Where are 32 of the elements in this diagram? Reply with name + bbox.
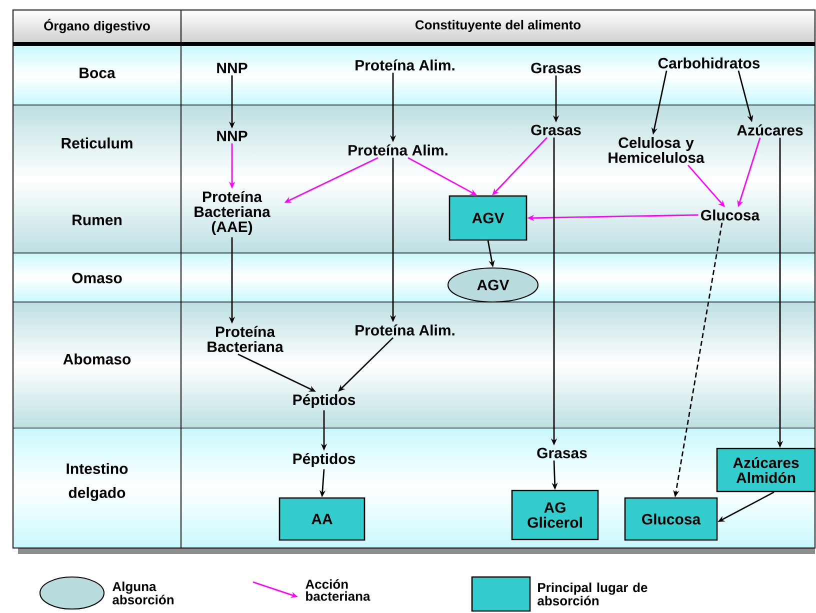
absorption-box: Glucosa: [624, 497, 718, 541]
nutrient-label: Grasas: [531, 124, 581, 136]
absorption-box: Azúcares Almidón: [716, 448, 816, 492]
legend-text: Acción bacteriana: [306, 579, 370, 601]
row-label: Boca: [80, 68, 116, 78]
nutrient-label: Proteína Alim.: [348, 144, 448, 156]
nutrient-label: Proteína Bacteriana: [208, 326, 284, 352]
nutrient-label: Azúcares: [737, 124, 803, 136]
nutrient-label: Grasas: [537, 448, 587, 458]
row-label: Abomaso: [63, 354, 131, 364]
header-cell: Constituyente del alimento: [415, 20, 581, 32]
nutrient-label: Celulosa y Hemicelulosa: [608, 137, 704, 163]
row-label: Intestino delgado: [66, 462, 128, 502]
row-label: Rumen: [72, 214, 122, 226]
nutrient-label: Péptidos: [293, 452, 356, 468]
header-cell: Órgano digestivo: [44, 18, 150, 34]
legend-text: Principal lugar de absorción: [538, 582, 648, 606]
nutrient-label: Carbohidratos: [658, 58, 760, 68]
nutrient-label: Grasas: [531, 62, 581, 74]
absorption-box: AGV: [448, 195, 528, 241]
row-label: Omaso: [72, 272, 122, 284]
nutrient-label: Proteína Alim.: [356, 324, 454, 336]
absorption-box: AA: [278, 497, 366, 541]
legend-text: Alguna absorción: [112, 582, 174, 604]
nutrient-label: Proteína Alim.: [356, 59, 454, 71]
nutrient-label: Glucosa: [701, 210, 760, 220]
nutrient-label: Péptidos: [293, 394, 356, 408]
nutrient-label: NNP: [217, 130, 248, 142]
row-label: Reticulum: [62, 138, 132, 148]
absorption-box: AG Glicerol: [511, 490, 599, 540]
nutrient-label: Proteína Bacteriana (AAE): [194, 190, 270, 236]
nutrient-label: NNP: [217, 62, 248, 74]
